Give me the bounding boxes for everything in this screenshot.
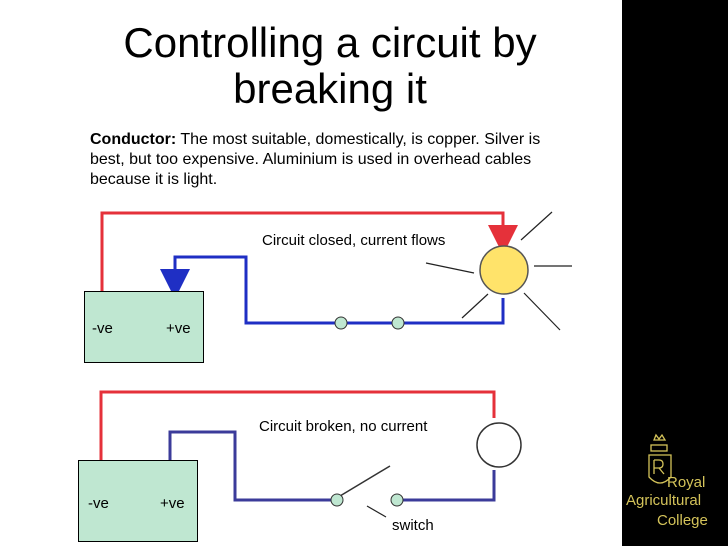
bottom-battery bbox=[78, 460, 198, 542]
top-battery-positive: +ve bbox=[166, 320, 191, 337]
lit-bulb-icon bbox=[425, 211, 572, 331]
bottom-purple-wire-left bbox=[168, 430, 334, 502]
top-circuit-label: Circuit closed, current flows bbox=[262, 232, 446, 249]
top-switch-contact-right bbox=[391, 316, 405, 330]
unlit-bulb-icon bbox=[476, 422, 522, 468]
bottom-purple-wire-right bbox=[398, 470, 496, 502]
conductor-note: Conductor: The most suitable, domestical… bbox=[90, 130, 560, 190]
top-battery-negative: -ve bbox=[92, 320, 113, 337]
bottom-battery-negative: -ve bbox=[88, 495, 109, 512]
bottom-battery-positive: +ve bbox=[160, 495, 185, 512]
college-crest-icon bbox=[648, 433, 672, 484]
open-switch-lever bbox=[339, 465, 391, 497]
top-blue-wire-return bbox=[160, 255, 341, 325]
bottom-circuit-label: Circuit broken, no current bbox=[259, 418, 428, 435]
slide-title: Controlling a circuit by breaking it bbox=[123, 19, 537, 112]
conductor-note-heading: Conductor: bbox=[90, 131, 177, 148]
sidebar-panel: Royal Agricultural College bbox=[622, 0, 728, 546]
top-red-wire bbox=[100, 211, 518, 292]
top-battery bbox=[84, 291, 204, 363]
logo-line-agricultural: Agricultural bbox=[626, 492, 702, 509]
conductor-note-text: The most suitable, domestically, is copp… bbox=[90, 131, 541, 188]
bottom-red-wire bbox=[99, 390, 496, 462]
logo-line-college: College bbox=[657, 512, 708, 529]
bottom-switch-contact-right bbox=[390, 493, 404, 507]
switch-label: switch bbox=[392, 517, 434, 534]
logo-line-royal: Royal bbox=[667, 474, 706, 491]
bottom-switch-contact-left bbox=[330, 493, 344, 507]
top-switch-contact-left bbox=[334, 316, 348, 330]
switch-pointer-line bbox=[366, 505, 387, 518]
top-blue-wire bbox=[398, 298, 505, 325]
